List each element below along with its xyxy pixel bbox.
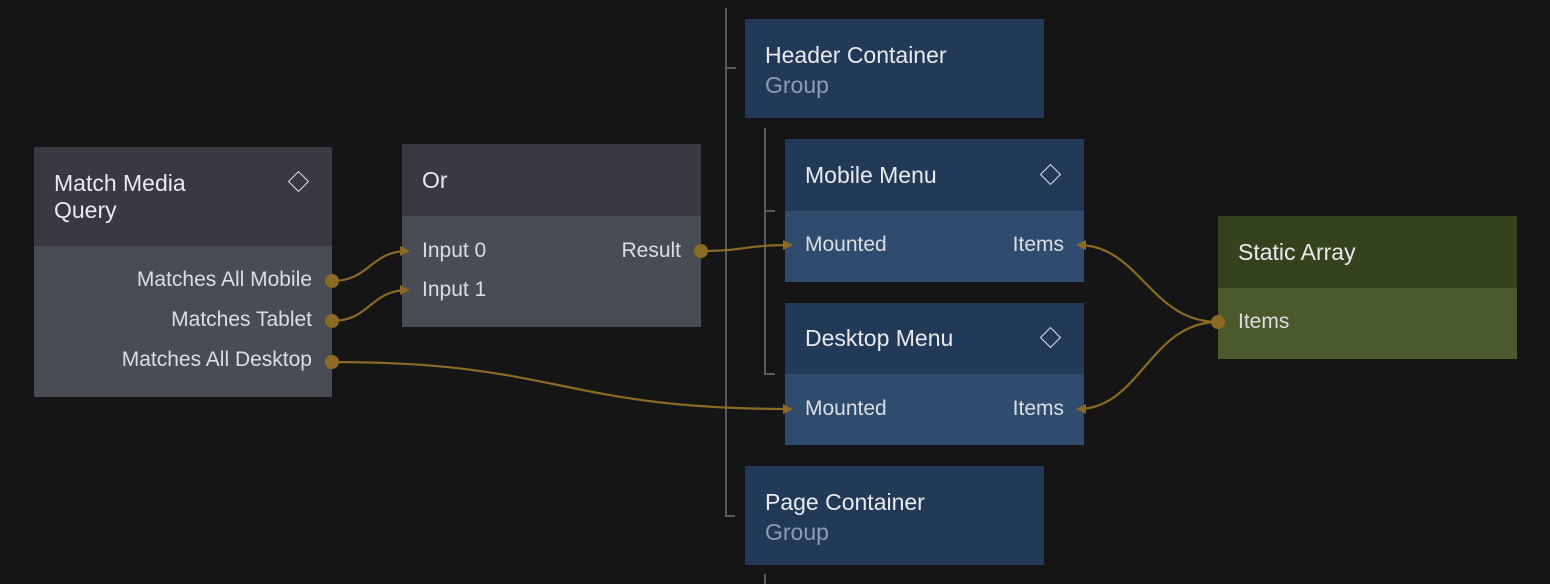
node-body: Matches All Mobile Matches Tablet Matche… [34,246,332,397]
node-body: Mounted Items [785,374,1084,445]
node-header[interactable]: Mobile Menu [785,139,1084,211]
header-container-node[interactable]: Header Container Group [745,19,1044,118]
node-subtitle: Group [765,519,829,545]
port-label-mounted[interactable]: Mounted [805,233,887,256]
page-container-node[interactable]: Page Container Group [745,466,1044,565]
node-title: Match Media Query [54,170,186,223]
node-title: Static Array [1238,239,1356,265]
match-media-query-node[interactable]: Match Media Query Matches All Mobile Mat… [34,147,332,397]
or-node[interactable]: Or Input 0 Input 1 Result [402,144,701,327]
tree-line-root [725,8,735,517]
desktop-menu-node[interactable]: Desktop Menu Mounted Items [785,303,1084,445]
node-header[interactable]: Header Container Group [745,19,1044,99]
port-label-mounted[interactable]: Mounted [805,397,887,420]
port-label-input-0[interactable]: Input 0 [422,239,487,262]
node-title: Or [422,167,448,193]
node-body: Mounted Items [785,211,1084,282]
node-title: Desktop Menu [805,325,954,351]
node-body: Items [1218,288,1517,359]
node-title: Header Container [765,42,947,68]
port-label-items[interactable]: Items [1012,233,1064,256]
port-label-items[interactable]: Items [1238,310,1290,333]
node-header[interactable]: Or [402,144,701,216]
mobile-menu-node[interactable]: Mobile Menu Mounted Items [785,139,1084,282]
node-title: Page Container [765,489,925,515]
node-body: Input 0 Input 1 Result [402,216,701,327]
port-label-input-1[interactable]: Input 1 [422,278,487,301]
node-header[interactable]: Match Media Query [34,147,332,246]
static-array-node[interactable]: Static Array Items [1218,216,1517,359]
node-header[interactable]: Static Array [1218,216,1517,288]
node-header[interactable]: Page Container Group [745,466,1044,546]
node-subtitle: Group [765,72,829,98]
port-label-matches-all-mobile[interactable]: Matches All Mobile [136,268,312,291]
tree-line-header-children [764,128,775,375]
port-label-items[interactable]: Items [1012,397,1064,420]
port-label-matches-tablet[interactable]: Matches Tablet [171,308,312,331]
port-label-matches-all-desktop[interactable]: Matches All Desktop [121,348,312,371]
port-label-result[interactable]: Result [621,239,681,262]
node-title: Mobile Menu [805,162,937,188]
node-header[interactable]: Desktop Menu [785,303,1084,374]
diamond-icon[interactable] [287,170,310,193]
